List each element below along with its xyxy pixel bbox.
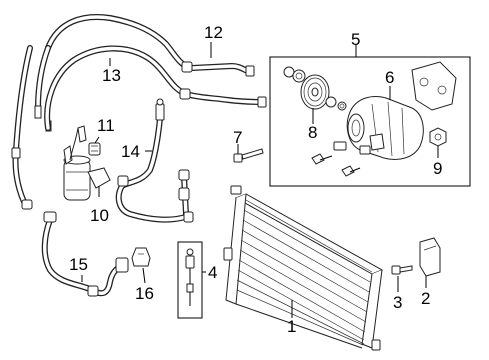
callout-16: 16 bbox=[135, 284, 154, 303]
compressor-clutch-pulley-8 bbox=[283, 66, 347, 111]
callout-7: 7 bbox=[233, 128, 243, 147]
callout-3: 3 bbox=[393, 293, 403, 312]
valve-kit-4 bbox=[177, 241, 203, 319]
callout-12: 12 bbox=[204, 23, 223, 42]
receiver-drier-10 bbox=[63, 125, 111, 201]
callout-4: 4 bbox=[208, 263, 218, 282]
ac-hose-13 bbox=[11, 45, 267, 210]
condenser-bracket-2 bbox=[419, 237, 441, 277]
callout-5: 5 bbox=[351, 30, 361, 49]
hex-nut-9 bbox=[429, 127, 447, 147]
condenser-1 bbox=[223, 185, 384, 351]
compressor-6 bbox=[346, 61, 457, 160]
callout-10: 10 bbox=[90, 206, 109, 225]
receiver-drier-bracket-11 bbox=[88, 142, 101, 156]
callout-13: 13 bbox=[102, 66, 121, 85]
bolt-7 bbox=[233, 148, 264, 163]
callout-6: 6 bbox=[385, 68, 395, 87]
callout-15: 15 bbox=[69, 255, 88, 274]
compressor-bolts bbox=[311, 141, 371, 177]
hose-clip-16 bbox=[131, 247, 151, 267]
callout-8: 8 bbox=[308, 123, 318, 142]
callout-1: 1 bbox=[287, 317, 297, 336]
leader-lines bbox=[81, 42, 439, 318]
callout-11: 11 bbox=[97, 116, 115, 135]
compressor-assembly-box-5 bbox=[269, 45, 471, 187]
callout-2: 2 bbox=[421, 289, 431, 308]
ac-hose-12 bbox=[34, 14, 255, 132]
bolt-3 bbox=[391, 265, 413, 275]
callout-9: 9 bbox=[433, 159, 443, 178]
ac-hose-15 bbox=[41, 211, 129, 297]
ac-hose-14 bbox=[115, 98, 194, 223]
callout-14: 14 bbox=[121, 142, 140, 161]
